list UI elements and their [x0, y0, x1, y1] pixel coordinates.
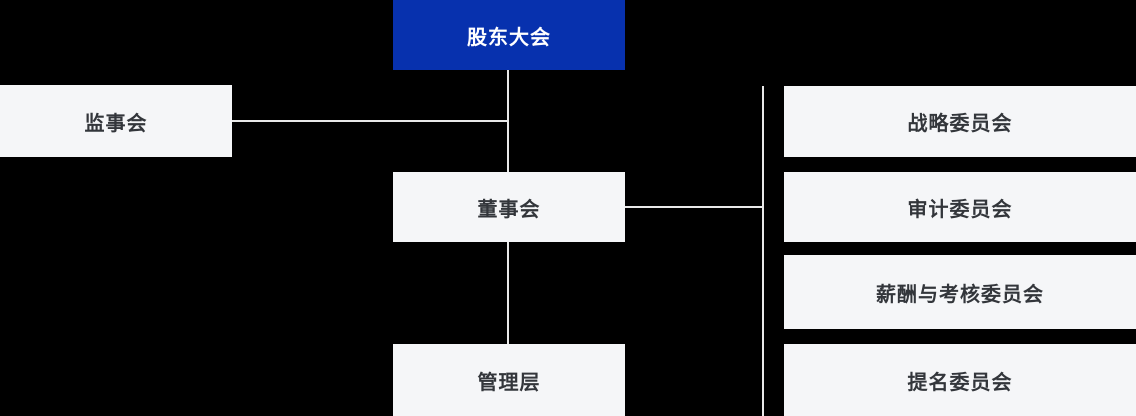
- node-shareholders-meeting: 股东大会: [393, 0, 625, 70]
- node-management-layer-label: 管理层: [477, 371, 541, 394]
- node-nomination-committee-label: 提名委员会: [907, 371, 1013, 394]
- connector-supervisory-horizontal-line: [232, 120, 508, 122]
- connector-board-committees-horizontal-line: [625, 206, 763, 208]
- node-supervisory-board: 监事会: [0, 85, 232, 157]
- node-board-of-directors: 董事会: [393, 172, 625, 242]
- node-remuneration-assessment-committee: 薪酬与考核委员会: [784, 255, 1136, 329]
- node-audit-committee: 审计委员会: [784, 172, 1136, 242]
- node-audit-committee-label: 审计委员会: [907, 198, 1013, 221]
- node-remuneration-assessment-committee-label: 薪酬与考核委员会: [876, 283, 1044, 306]
- node-nomination-committee: 提名委员会: [784, 344, 1136, 416]
- node-strategy-committee: 战略委员会: [784, 86, 1136, 157]
- node-management-layer: 管理层: [393, 344, 625, 416]
- node-strategy-committee-label: 战略委员会: [907, 113, 1013, 135]
- node-board-of-directors-label: 董事会: [477, 198, 541, 221]
- node-shareholders-meeting-label: 股东大会: [467, 26, 551, 49]
- connector-committees-vertical-line: [762, 86, 764, 416]
- node-supervisory-board-label: 监事会: [84, 112, 148, 135]
